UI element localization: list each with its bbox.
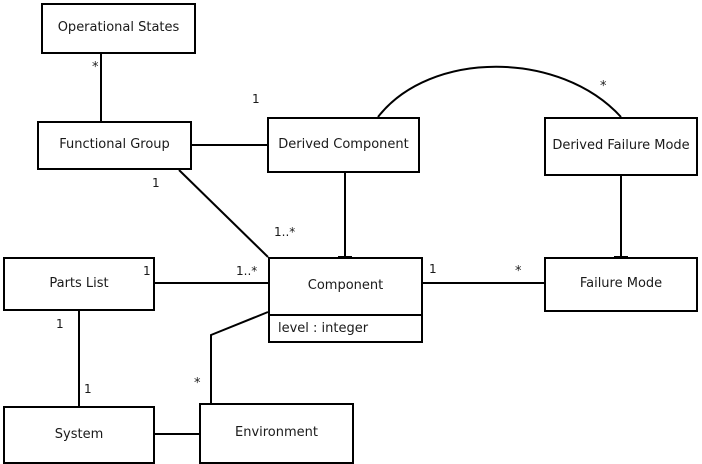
edge-rel-environment-component — [210, 311, 269, 403]
multiplicity-label-mult-opstates: * — [92, 60, 99, 75]
multiplicity-label-mult-fg-diag: 1 — [152, 176, 160, 190]
uml-class-derived-component[interactable]: Derived Component — [267, 117, 420, 173]
class-attribute-component-0: level : integer — [270, 314, 421, 341]
uml-class-environment[interactable]: Environment — [199, 403, 354, 464]
class-name-operational-states: Operational States — [57, 20, 180, 36]
multiplicity-label-mult-sys-top: 1 — [84, 382, 92, 396]
uml-class-system[interactable]: System — [3, 406, 155, 464]
uml-class-component[interactable]: Component level : integer — [268, 257, 423, 343]
edges-group — [78, 54, 622, 435]
class-name-environment: Environment — [234, 425, 318, 441]
uml-class-failure-mode[interactable]: Failure Mode — [544, 257, 698, 312]
class-name-parts-list: Parts List — [49, 275, 109, 291]
class-name-system: System — [54, 426, 104, 442]
multiplicity-label-mult-curve-right: * — [600, 79, 607, 94]
multiplicity-label-mult-pl-right: 1 — [143, 264, 151, 278]
edge-rel-funcgroup-component — [178, 169, 269, 258]
multiplicity-label-mult-pl-bottom: 1 — [56, 317, 64, 331]
multiplicity-label-mult-env-top: * — [194, 376, 201, 391]
class-name-derived-component: Derived Component — [278, 136, 409, 152]
uml-class-derived-failure-mode[interactable]: Derived Failure Mode — [544, 117, 698, 176]
uml-class-functional-group[interactable]: Functional Group — [37, 121, 192, 170]
class-name-derived-failure-mode: Derived Failure Mode — [552, 138, 690, 154]
multiplicity-label-mult-comp-right: 1 — [429, 262, 437, 276]
class-name-functional-group: Functional Group — [59, 137, 170, 153]
class-name-failure-mode: Failure Mode — [579, 276, 663, 292]
class-name-component: Component — [307, 278, 384, 294]
multiplicity-label-mult-dc-left: 1 — [252, 92, 260, 106]
uml-class-operational-states[interactable]: Operational States — [41, 3, 196, 54]
multiplicity-label-mult-comp-left: 1..* — [236, 264, 258, 278]
uml-class-parts-list[interactable]: Parts List — [3, 257, 155, 311]
edge-rel-derivedcomponent-derivedfailuremode — [377, 65, 622, 118]
multiplicity-label-mult-comp-diag: 1..* — [274, 225, 296, 239]
multiplicity-label-mult-fm-left: * — [515, 264, 522, 279]
